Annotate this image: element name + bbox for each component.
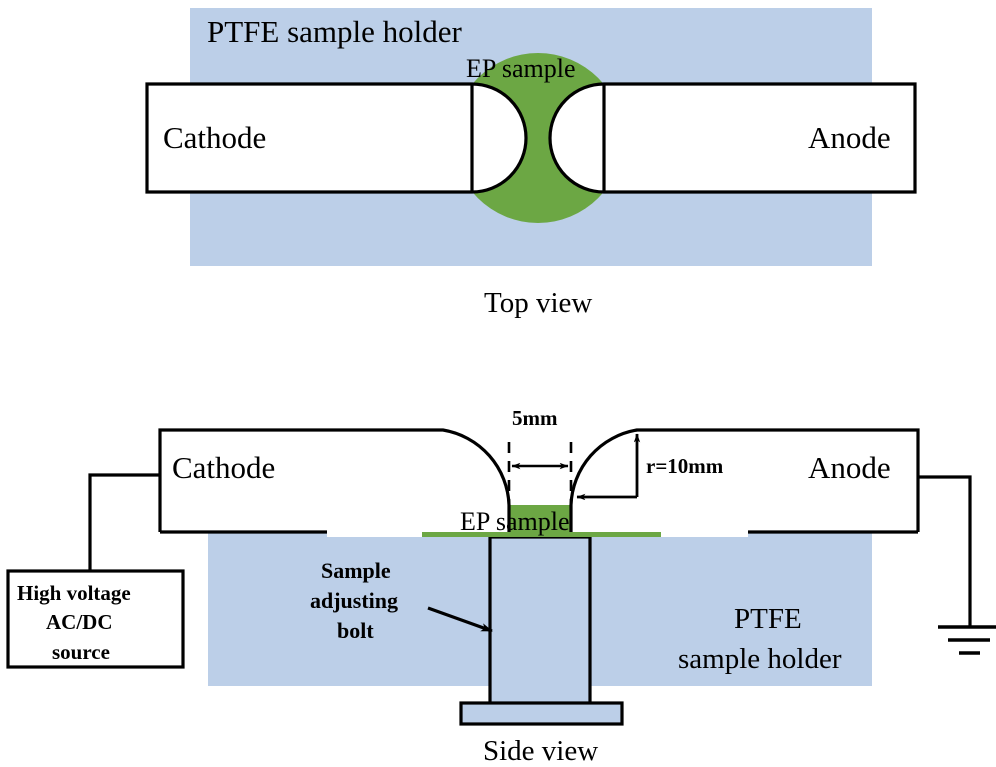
side-view-adjusting-bolt-shaft	[488, 535, 592, 707]
high-voltage-source-label-line3: source	[52, 640, 110, 664]
top-view-title: Top view	[484, 287, 592, 319]
side-view-title: Side view	[483, 735, 598, 767]
side-view-group: 5mm r=10mm High voltage AC/DC source Cat…	[6, 406, 996, 767]
side-view-anode-electrode	[571, 430, 918, 532]
top-view-sample-label: EP sample	[466, 54, 576, 83]
side-view-cathode-outline	[158, 428, 511, 532]
top-view-cathode-label: Cathode	[163, 120, 266, 155]
top-view-anode-electrode	[548, 82, 917, 194]
top-view-anode-label: Anode	[808, 120, 891, 155]
adjusting-bolt-label-line1: Sample	[321, 558, 391, 583]
side-view-anode-outline	[569, 428, 920, 532]
high-voltage-source-label-line1: High voltage	[17, 581, 131, 605]
top-view-ptfe-label: PTFE sample holder	[207, 14, 463, 49]
top-view-group: PTFE sample holder EP sample Cathode Ano…	[145, 8, 917, 319]
side-view-sample-label: EP sample	[460, 507, 570, 536]
cathode-supply-wire	[88, 473, 160, 571]
high-voltage-source-label-line2: AC/DC	[46, 610, 113, 634]
gap-dimension-label: 5mm	[512, 406, 558, 430]
side-view-ptfe-label-line1: PTFE	[734, 603, 802, 635]
radius-dimension-label: r=10mm	[646, 454, 724, 478]
side-view-anode-label: Anode	[808, 450, 891, 485]
anode-ground-wire	[918, 475, 972, 627]
side-view-ptfe-label-line2: sample holder	[678, 643, 842, 675]
top-view-cathode-electrode	[145, 82, 528, 194]
adjusting-bolt-callout-arrow	[427, 606, 493, 633]
high-voltage-source-box	[6, 569, 185, 669]
adjusting-bolt-label-line2: adjusting	[310, 588, 398, 613]
side-view-cathode-electrode	[160, 430, 509, 532]
side-view-cathode-label: Cathode	[172, 450, 275, 485]
adjusting-bolt-label-line3: bolt	[337, 618, 374, 643]
side-view-adjusting-bolt-base	[459, 701, 624, 726]
